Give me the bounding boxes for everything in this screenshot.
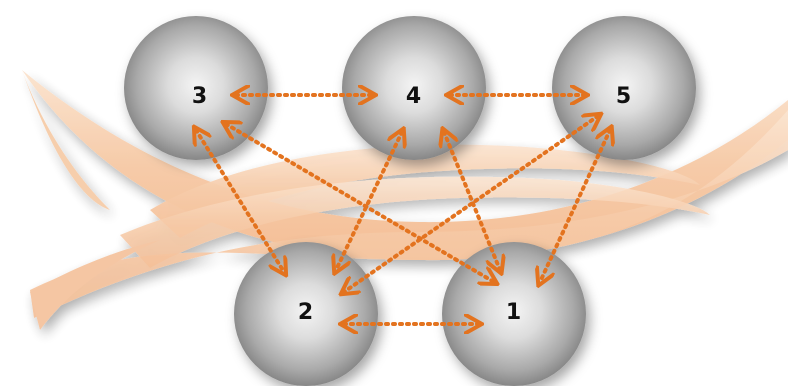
node-4-label: 4 bbox=[406, 84, 422, 109]
node-1-label: 1 bbox=[506, 300, 522, 325]
band-right-sweep bbox=[30, 110, 788, 318]
node-labels: 3 4 5 2 1 bbox=[192, 84, 632, 325]
band-lower-left-tail bbox=[30, 240, 160, 330]
node-3-label: 3 bbox=[192, 84, 208, 109]
arrow-5-1 bbox=[540, 130, 610, 282]
node-2-label: 2 bbox=[298, 300, 314, 325]
connections bbox=[196, 95, 610, 324]
node-5-label: 5 bbox=[616, 84, 632, 109]
